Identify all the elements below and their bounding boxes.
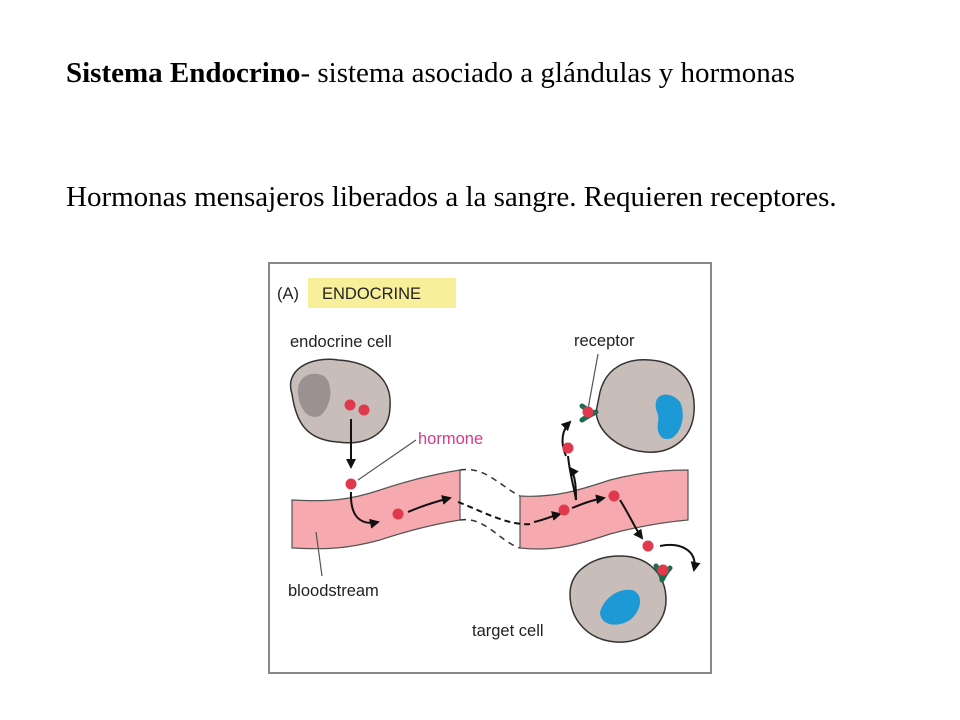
paragraph-hormones: Hormonas mensajeros liberados a la sangr… [66,181,837,213]
target-cell-label: target cell [472,622,544,640]
panel-letter: (A) [277,285,299,303]
receptor-label: receptor [574,332,635,350]
bloodstream-label: bloodstream [288,582,379,600]
binding-arrow [560,420,572,457]
hormone-dot [344,399,356,411]
receptor-pointer-line [587,353,599,410]
hormone-dot [642,540,654,552]
target-cell-upper-nucleus [655,394,683,440]
hormone-dot [562,442,574,454]
exit-arrow [619,499,644,540]
hormone-dot [558,504,570,516]
hormone-dot [392,508,404,520]
blood-vessel-left [291,469,461,550]
hormone-dot [358,404,370,416]
flow-arrow [533,511,562,523]
title-highlight [308,278,456,308]
receptor-lower [653,563,673,583]
hormone-label: hormone [418,430,483,448]
flow-arrow [349,491,380,529]
definition-text: - sistema asociado a glándulas y hormona… [300,57,795,89]
binding-arrow [659,544,701,572]
panel-title: ENDOCRINE [322,285,421,303]
endocrine-figure: (A) ENDOCRINE endocrine cell hormone rec… [268,262,712,674]
hormone-pointer-line [357,439,417,481]
flow-arrow-dashed [457,501,533,526]
endocrine-cell-label: endocrine cell [290,333,392,351]
term-sistema-endocrino: Sistema Endocrino [66,57,301,89]
hormone-dot [345,478,357,490]
target-cell-lower-nucleus [600,589,641,625]
endocrine-cell-nucleus [297,373,331,417]
blood-vessel-right [519,469,689,550]
flow-arrow [571,494,606,509]
endocrine-diagram: (A) ENDOCRINE endocrine cell hormone rec… [277,278,701,643]
receptor-upper [579,403,599,423]
paragraph-definition: Sistema Endocrino- sistema asociado a gl… [66,56,884,90]
bloodstream-pointer-line [315,531,323,577]
vessel-gap-bottom [459,518,521,549]
vessel-gap-top [459,468,521,497]
exit-arrow [568,466,579,501]
hormone-dot [608,490,620,502]
flow-arrow [407,495,452,513]
